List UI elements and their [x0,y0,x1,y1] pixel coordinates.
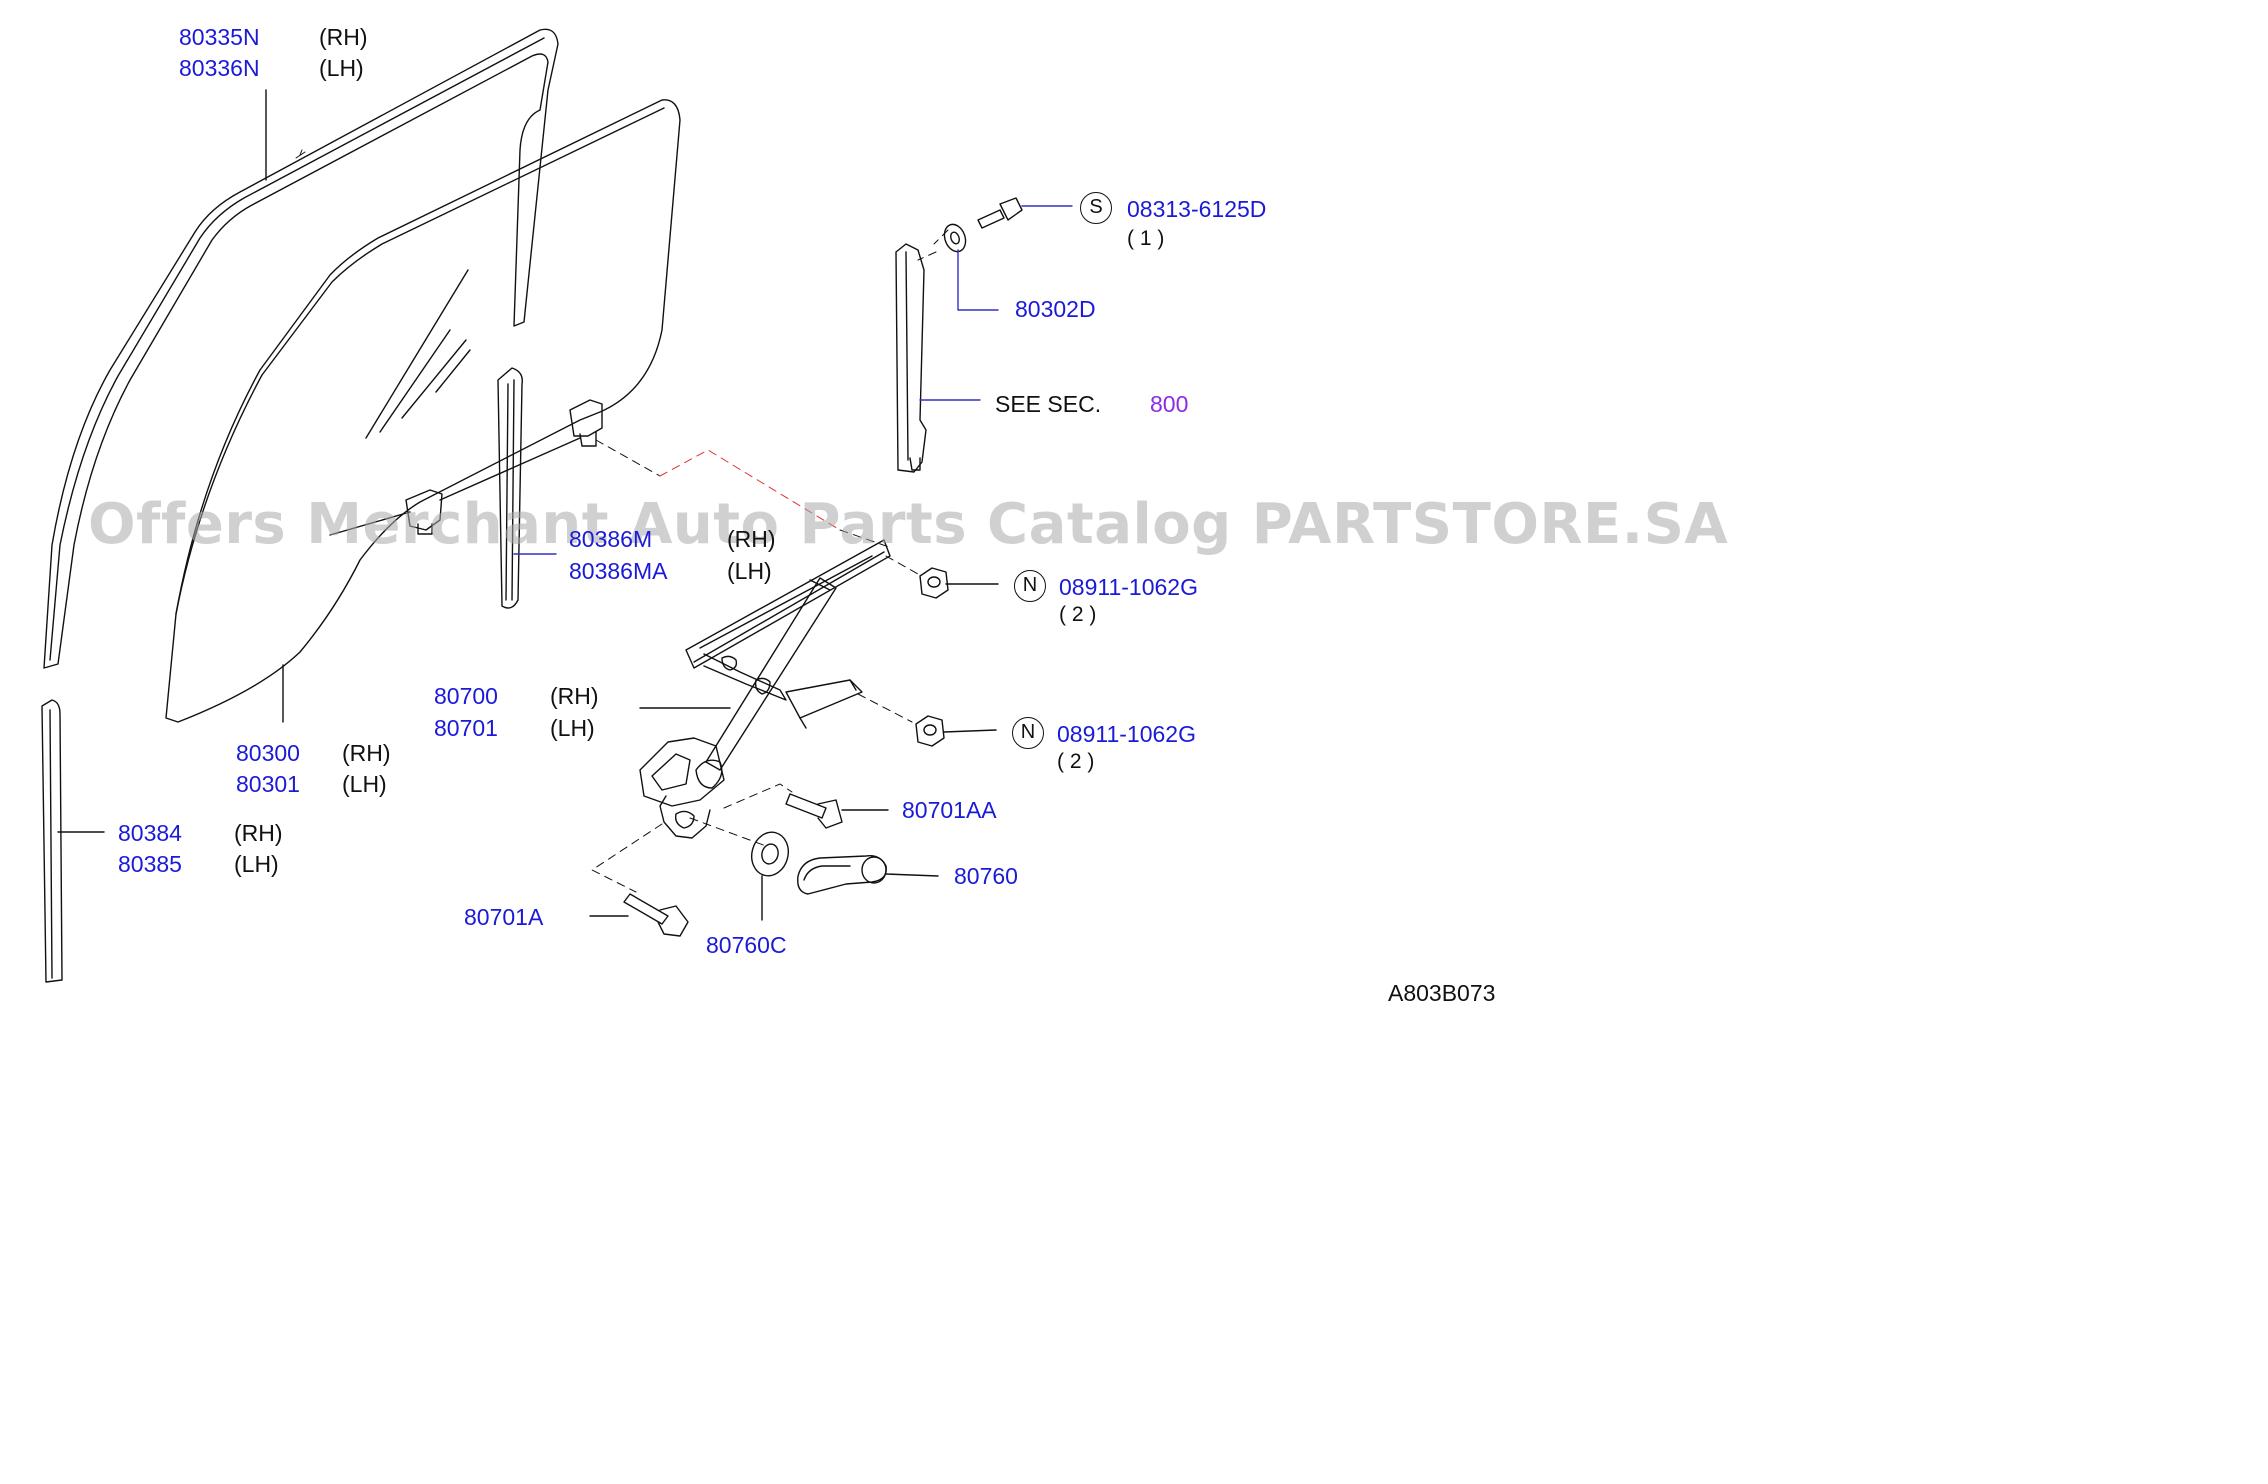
glass-channel-lh-number[interactable]: 80386MA [569,558,668,584]
see-section-number[interactable]: 800 [1150,391,1189,417]
rear-channel-lh-number[interactable]: 80385 [118,851,182,877]
rear-channel-lh-side: (LH) [234,851,279,877]
see-section-label: SEE SEC. [995,391,1102,417]
fastener-nut-lower-number[interactable]: 08911-1062G [1057,721,1196,747]
glass-channel-lh-side: (LH) [727,558,772,584]
door-glass-rh-number[interactable]: 80300 [236,740,300,766]
glass-channel-rh-number[interactable]: 80386M [569,526,653,552]
regulator-lh-side: (LH) [550,715,595,741]
fastener-bolt-qty: ( 1 ) [1127,227,1165,250]
run-channel-rh-number[interactable]: 80335N [179,24,260,50]
glass-bracket-drawing [329,399,603,536]
handle-number[interactable]: 80760 [954,863,1018,889]
door-glass-lh-side: (LH) [342,771,387,797]
fastener-symbol-n-lower: N [1012,717,1044,749]
run-channel-rh-side: (RH) [319,24,368,50]
fastener-symbol-n-upper: N [1014,570,1046,602]
diagram-code: A803B073 [1388,980,1496,1006]
dashed-lines [591,229,949,893]
rear-channel-drawing [41,699,63,983]
parts-diagram: Offers Merchant Auto Parts Catalog PARTS… [0,0,1728,1012]
watermark-text: Offers Merchant Auto Parts Catalog PARTS… [88,492,1729,557]
diagram-drawing [41,28,1073,983]
nut-drawing [915,567,949,747]
glass-channel-drawing [497,367,523,609]
leader-lines [57,89,1073,921]
door-glass-lh-number[interactable]: 80301 [236,771,300,797]
bolt-upper-number[interactable]: 80701AA [902,797,997,823]
washer-number[interactable]: 80302D [1015,296,1096,322]
door-glass-rh-side: (RH) [342,740,391,766]
regulator-lh-number[interactable]: 80701 [434,715,498,741]
fastener-nut-upper-number[interactable]: 08911-1062G [1059,574,1198,600]
handle-washer-number[interactable]: 80760C [706,932,787,958]
door-glass-drawing [165,99,681,723]
run-channel-drawing [43,28,559,669]
rear-channel-rh-side: (RH) [234,820,283,846]
regulator-rh-side: (RH) [550,683,599,709]
run-channel-lh-number[interactable]: 80336N [179,55,260,81]
fastener-nut-upper-qty: ( 2 ) [1059,603,1097,626]
bolt-drawing [623,793,843,937]
fastener-symbol-s: S [1080,192,1112,224]
run-channel-lh-side: (LH) [319,55,364,81]
fastener-bolt-number[interactable]: 08313-6125D [1127,196,1267,222]
bolt-lower-number[interactable]: 80701A [464,904,544,930]
glass-channel-rh-side: (RH) [727,526,776,552]
handle-drawing [751,831,887,895]
regulator-drawing [639,539,891,839]
regulator-rh-number[interactable]: 80700 [434,683,498,709]
top-fastener-drawing [943,197,1023,253]
rear-channel-rh-number[interactable]: 80384 [118,820,182,846]
sash-channel-drawing [895,243,927,473]
fastener-nut-lower-qty: ( 2 ) [1057,750,1095,773]
